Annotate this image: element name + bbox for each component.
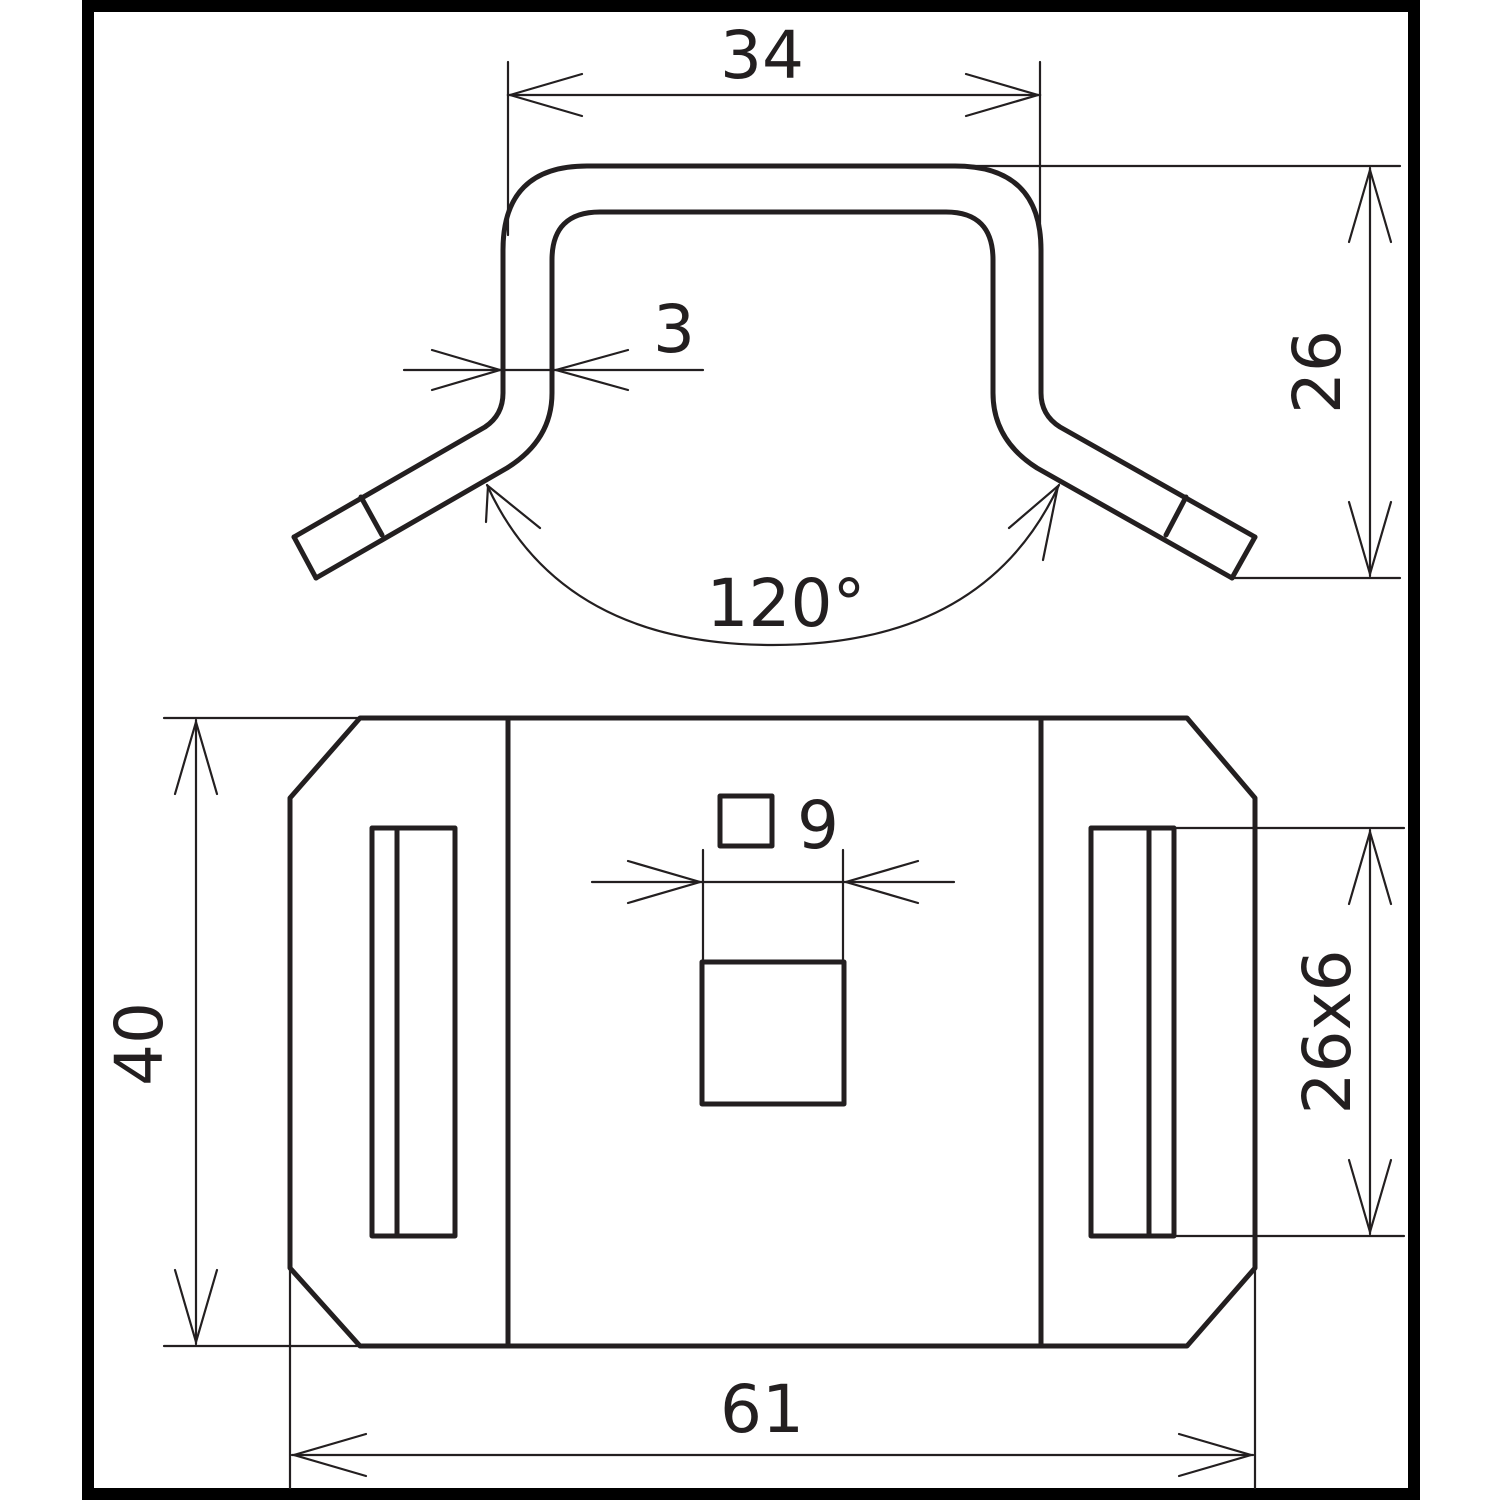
arrowhead bbox=[1177, 1432, 1255, 1478]
arrowhead bbox=[842, 859, 920, 905]
dimension-angle: 120° bbox=[484, 483, 1061, 647]
dimension-label-slot: 26x6 bbox=[1289, 949, 1366, 1114]
side-view bbox=[291, 163, 1258, 581]
dimension-square-hole: 9 bbox=[590, 787, 956, 964]
dimension-overall-width: 61 bbox=[288, 1266, 1257, 1490]
arrowhead bbox=[1007, 483, 1060, 562]
dimension-label-height: 26 bbox=[1279, 330, 1356, 414]
side-view-right-end bbox=[1229, 534, 1258, 581]
side-view-inner-contour bbox=[313, 209, 1235, 581]
arrowhead bbox=[551, 348, 630, 392]
side-view-left-slot-mark bbox=[358, 494, 385, 538]
square-symbol-icon bbox=[717, 793, 775, 849]
dimension-height: 26 bbox=[953, 164, 1402, 580]
dimension-slot: 26x6 bbox=[1172, 826, 1406, 1238]
dimension-label-overall-height: 40 bbox=[101, 1002, 178, 1086]
side-view-left-end bbox=[291, 534, 319, 581]
dimension-overall-height: 40 bbox=[101, 716, 362, 1348]
dimension-label-thickness: 3 bbox=[653, 291, 695, 368]
dimension-top-width: 34 bbox=[506, 17, 1042, 237]
arrowhead bbox=[430, 348, 504, 392]
top-view bbox=[287, 715, 1258, 1349]
slot-right bbox=[1088, 825, 1177, 1239]
slot-left bbox=[369, 825, 458, 1239]
square-hole bbox=[699, 959, 847, 1107]
dimension-label-angle: 120° bbox=[707, 565, 866, 642]
arrowhead bbox=[1347, 828, 1393, 906]
arrowhead bbox=[290, 1432, 368, 1478]
drawing-frame bbox=[82, 0, 1420, 1500]
dimension-label-square-hole: 9 bbox=[797, 787, 839, 864]
arrowhead bbox=[1347, 1158, 1393, 1236]
arrowhead bbox=[1347, 500, 1393, 578]
arrowhead bbox=[1347, 166, 1393, 244]
arrowhead bbox=[626, 859, 704, 905]
dimension-label-top-width: 34 bbox=[720, 17, 804, 94]
arrowhead bbox=[173, 1268, 219, 1346]
side-view-outer-contour bbox=[291, 163, 1258, 540]
arrowhead bbox=[506, 72, 584, 118]
dimension-label-overall-width: 61 bbox=[720, 1371, 804, 1448]
angle-arc bbox=[485, 483, 1061, 647]
side-view-right-slot-mark bbox=[1163, 494, 1189, 538]
dimension-thickness: 3 bbox=[402, 291, 705, 392]
arrowhead bbox=[964, 72, 1042, 118]
arrowhead bbox=[173, 718, 219, 796]
plate-outline bbox=[287, 715, 1258, 1349]
arrowhead bbox=[484, 483, 542, 530]
